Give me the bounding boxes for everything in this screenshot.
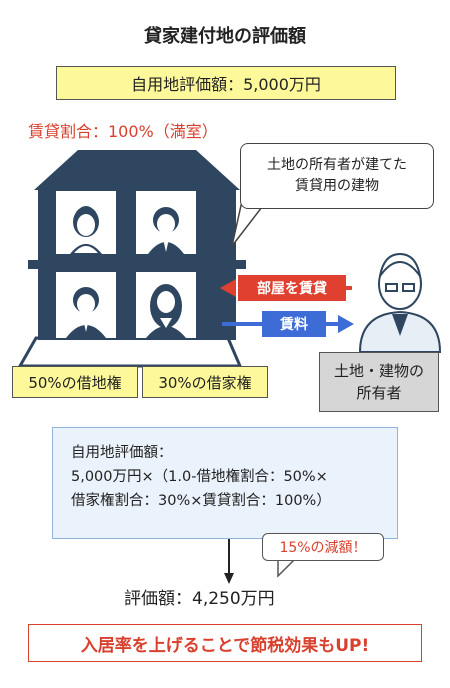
reduction-badge: 15%の減額！ xyxy=(262,533,384,561)
calculation-box: 自用地評価額： 5,000万円×（1.0-借地権割合：50%× 借家権割合：30… xyxy=(52,427,398,539)
landlord-icon xyxy=(358,252,442,353)
owner-line-1: 土地・建物の xyxy=(333,361,424,380)
page-title: 貸家建付地の評価額 xyxy=(144,26,306,47)
tenant-woman-icon xyxy=(146,284,186,338)
occupancy-rate: 賃貸割合：100%（満室） xyxy=(28,122,218,141)
rent-room-label: 部屋を賃貸 xyxy=(238,275,346,301)
speech-line-1: 土地の所有者が建てた xyxy=(267,157,407,173)
ground-platform xyxy=(17,336,243,368)
calc-line-1: 自用地評価額： xyxy=(71,445,173,461)
rent-payment-label: 賃料 xyxy=(262,311,326,337)
land-value-box: 自用地評価額：5,000万円 xyxy=(56,66,396,100)
arrow-down-icon xyxy=(224,539,234,584)
result-value: 評価額：4,250万円 xyxy=(124,589,275,609)
tax-saving-banner: 入居率を上げることで節税効果もUP! xyxy=(28,624,422,662)
owner-box: 土地・建物の 所有者 xyxy=(319,352,439,412)
speech-line-2: 賃貸用の建物 xyxy=(295,178,379,194)
arrow-right-icon xyxy=(222,315,354,333)
reduction-bubble-tail xyxy=(277,559,296,578)
speech-bubble: 土地の所有者が建てた 賃貸用の建物 xyxy=(240,143,434,209)
tenant-woman-icon xyxy=(69,206,103,255)
tenant-man-icon xyxy=(66,287,106,338)
arrow-left-icon xyxy=(220,279,352,297)
calc-line-2: 5,000万円×（1.0-借地権割合：50%× xyxy=(71,468,328,485)
leasehold-label: 50%の借地権 xyxy=(12,366,138,398)
calc-line-3: 借家権割合：30%×賃貸割合：100%） xyxy=(71,492,331,509)
tenant-man-icon xyxy=(148,207,184,254)
owner-line-2: 所有者 xyxy=(356,384,402,402)
tenancy-label: 30%の借家権 xyxy=(142,366,268,398)
building-icon xyxy=(28,150,246,340)
